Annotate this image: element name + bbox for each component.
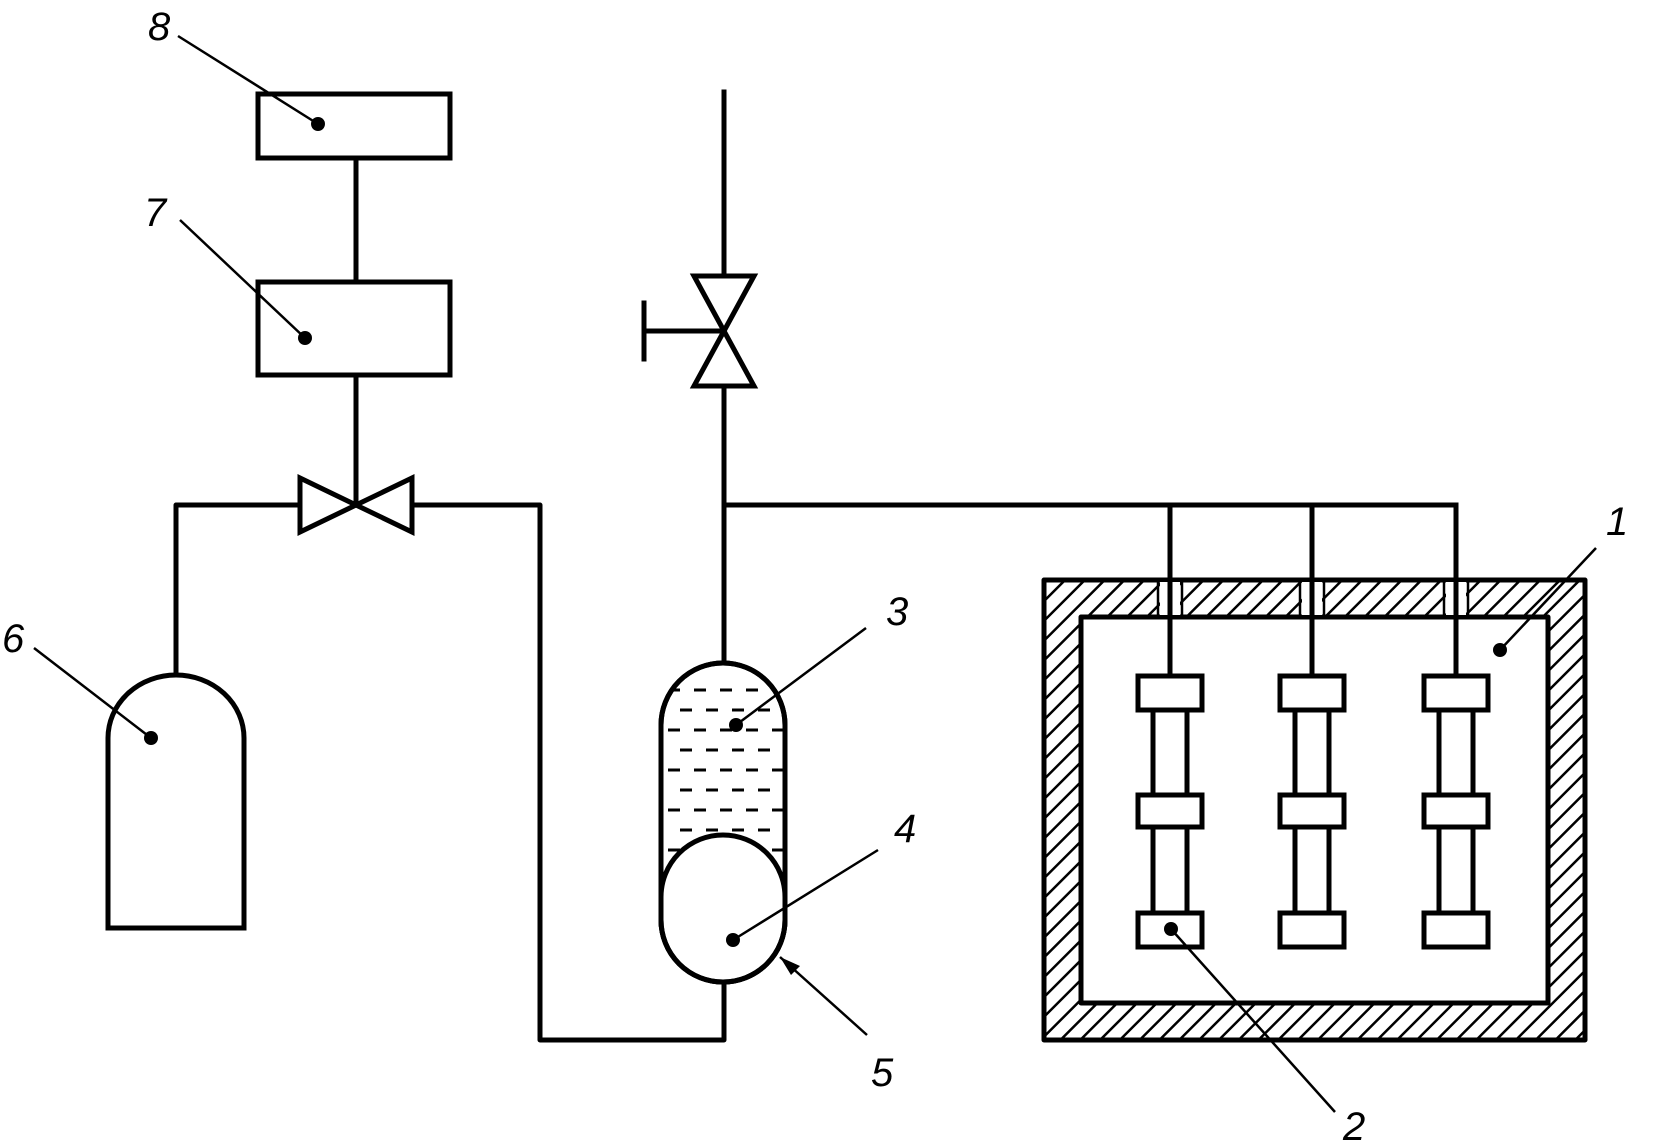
vent-valve-icon: [641, 273, 759, 389]
number-labels: 8 7 6 3 4 5 2 1: [2, 5, 1628, 1144]
sample-column-3: [1421, 673, 1491, 950]
label-5: 5: [871, 1051, 894, 1095]
component-7-box: [255, 279, 453, 378]
vessel-5: [658, 660, 788, 985]
component-8-box: [255, 91, 453, 161]
sample-column-1: [1135, 673, 1205, 950]
label-8: 8: [148, 5, 171, 49]
label-2: 2: [1342, 1105, 1365, 1144]
label-1: 1: [1606, 500, 1628, 544]
liquid-3: [668, 688, 784, 852]
chamber-1: [1041, 577, 1588, 1043]
pipelines: [173, 89, 1459, 1043]
leader-lines: [33, 34, 1597, 1113]
label-3: 3: [886, 590, 908, 634]
label-7: 7: [144, 191, 168, 235]
label-4: 4: [894, 807, 916, 851]
gas-cylinder-6: [105, 672, 247, 931]
valve-left-icon: [297, 474, 415, 536]
sample-column-2: [1277, 673, 1347, 950]
label-6: 6: [2, 617, 25, 661]
